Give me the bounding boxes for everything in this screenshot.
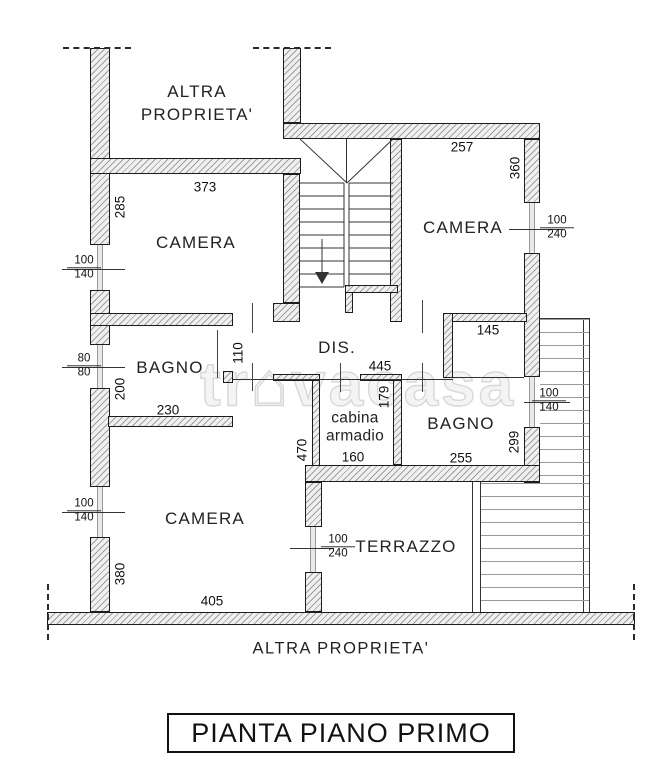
dimension-line <box>290 548 334 549</box>
door-swing-tick <box>422 300 423 333</box>
room-label-camera-nw: CAMERA <box>156 233 236 252</box>
dimension-line <box>62 512 125 513</box>
plan-title-box: PIANTA PIANO PRIMO <box>167 713 515 753</box>
wall-segment <box>90 388 110 487</box>
dimension-label: 373 <box>193 179 217 195</box>
dimension-label: 110 <box>230 342 246 364</box>
room-label-altra-proprieta-top: ALTRA PROPRIETA' <box>140 82 254 124</box>
dimension-line <box>540 318 589 319</box>
wall-segment <box>283 174 300 303</box>
dimension-line <box>233 379 453 380</box>
window-glazing <box>97 345 103 388</box>
room-label-bagno-w: BAGNO <box>136 358 204 377</box>
wall-segment <box>393 380 402 465</box>
wall-segment <box>90 158 301 174</box>
room-label-camera-ne: CAMERA <box>423 218 503 237</box>
room-label-cabina-armadio: cabina armadio <box>325 409 385 445</box>
wall-segment <box>47 612 635 625</box>
room-label-altra-proprieta-bottom: ALTRA PROPRIETA' <box>252 639 430 658</box>
plan-title: PIANTA PIANO PRIMO <box>191 717 491 748</box>
wall-segment <box>90 537 110 612</box>
dimension-label: 257 <box>450 139 474 155</box>
door-swing-tick <box>252 303 253 333</box>
terrace-railing <box>481 483 589 612</box>
room-label-camera-s: CAMERA <box>165 509 245 528</box>
dimension-label: 299 <box>506 430 522 454</box>
property-boundary-dash <box>633 584 635 640</box>
dimension-line <box>589 318 590 612</box>
wall-segment <box>108 416 233 427</box>
dimension-line <box>472 482 473 612</box>
property-boundary-dash <box>253 47 331 49</box>
wall-segment <box>443 313 527 322</box>
wall-segment <box>345 292 353 313</box>
window-glazing <box>310 527 316 572</box>
wall-segment <box>305 482 322 527</box>
wall-segment <box>305 465 540 482</box>
wall-segment <box>283 48 301 123</box>
dimension-label: 445 <box>368 358 392 374</box>
room-label-terrazzo: TERRAZZO <box>355 537 457 556</box>
trovacasa-watermark: tr⌂vacasa <box>199 350 517 420</box>
dimension-label: 360 <box>507 156 523 180</box>
dimension-label: 285 <box>112 195 128 219</box>
dimension-label: 160 <box>341 449 365 465</box>
door-swing-tick <box>217 330 218 378</box>
door-swing-tick <box>252 363 253 391</box>
wall-segment <box>360 374 402 381</box>
dimension-line <box>480 482 481 612</box>
wall-segment <box>305 572 322 612</box>
dimension-line <box>509 229 563 230</box>
dimension-line <box>62 367 125 368</box>
dimension-label: 179 <box>376 385 392 409</box>
wall-segment <box>390 139 402 322</box>
wall-segment <box>273 303 300 322</box>
door-swing-tick <box>422 363 423 392</box>
wall-segment <box>345 285 398 293</box>
wall-segment <box>443 313 453 378</box>
window-glazing <box>529 203 535 253</box>
property-boundary-dash <box>63 47 131 49</box>
room-label-bagno-e: BAGNO <box>427 414 495 433</box>
dimension-label: 230 <box>156 402 180 418</box>
dimension-label: 255 <box>449 450 473 466</box>
wall-segment <box>90 313 233 326</box>
dimension-line <box>62 269 125 270</box>
dimension-label: 380 <box>112 562 128 586</box>
wall-segment <box>223 371 233 383</box>
dimension-label: 405 <box>200 593 224 609</box>
property-boundary-dash <box>47 584 49 640</box>
dimension-label: 200 <box>112 377 128 401</box>
room-label-dis: DIS. <box>318 338 356 357</box>
door-swing-tick <box>340 363 341 392</box>
wall-segment <box>273 374 320 381</box>
wall-segment <box>283 123 540 139</box>
staircase <box>300 139 393 288</box>
wall-segment <box>524 139 540 203</box>
dimension-line <box>453 377 524 378</box>
dimension-label: 470 <box>294 438 310 462</box>
dimension-label: 145 <box>476 322 500 338</box>
wall-segment <box>90 48 110 245</box>
